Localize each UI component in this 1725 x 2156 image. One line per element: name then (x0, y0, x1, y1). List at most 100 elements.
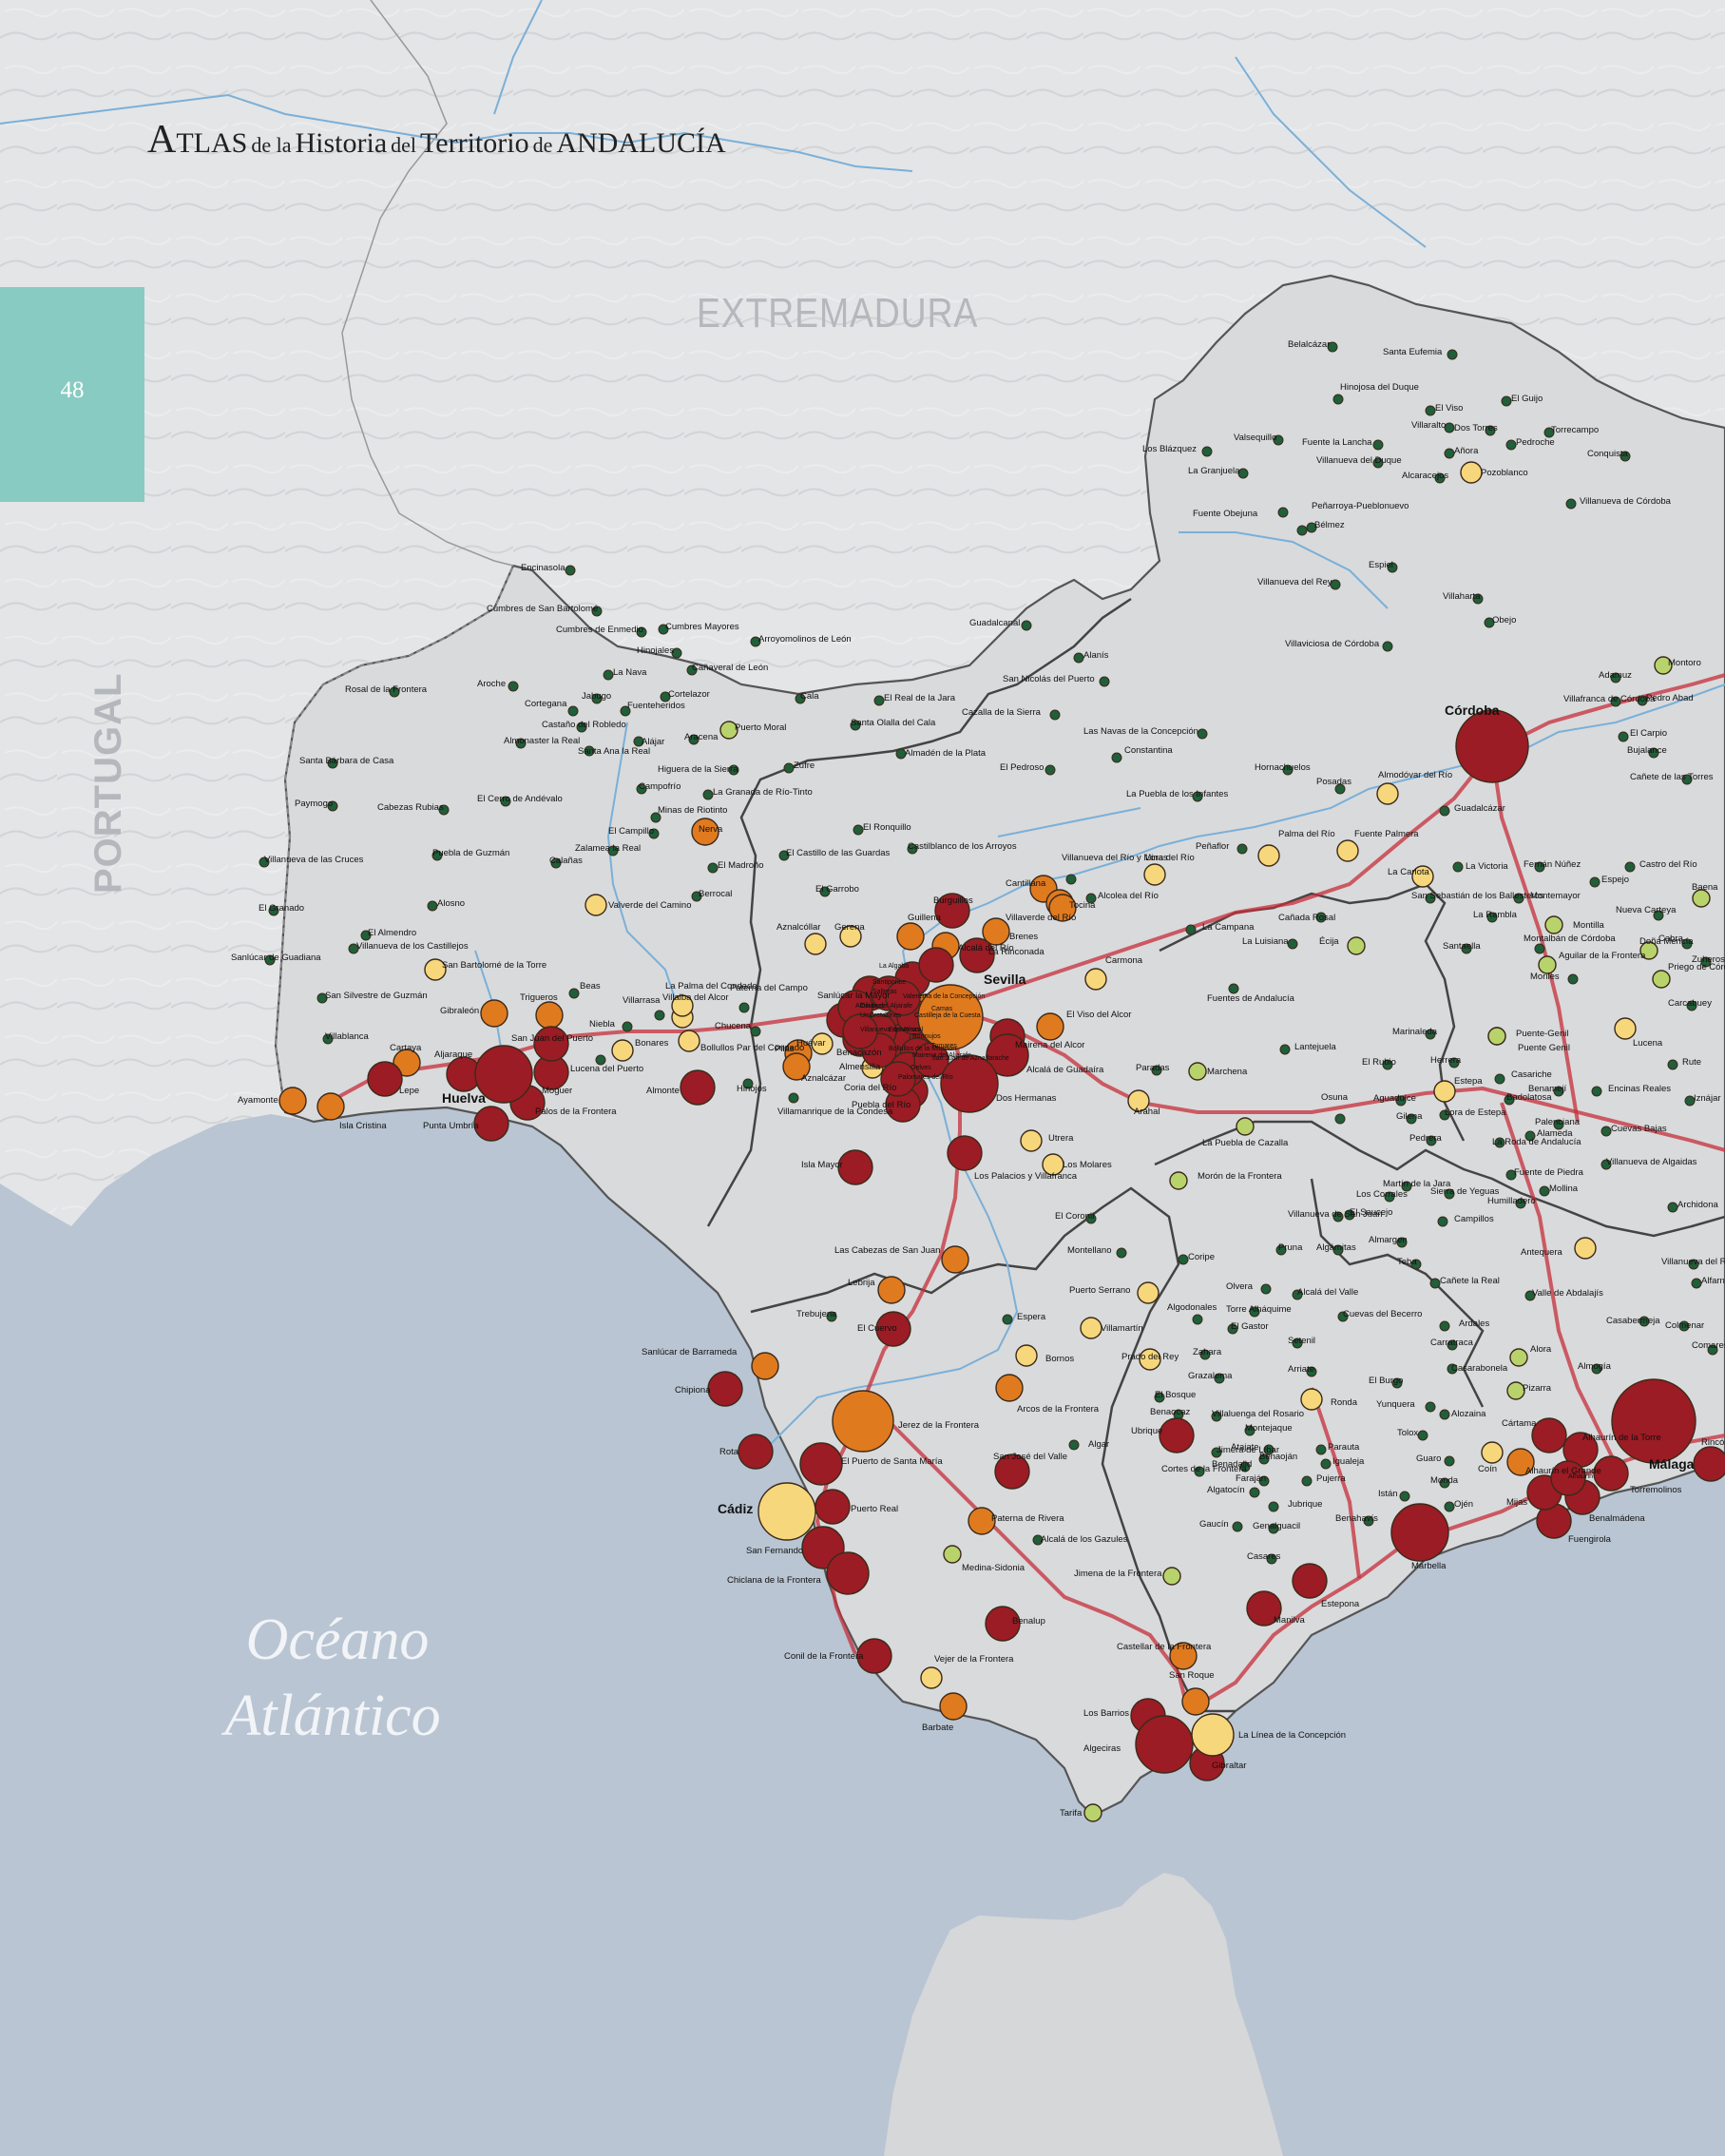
city-marker-la-roda-de-andalucia (1494, 1137, 1505, 1148)
city-marker-zahara (1199, 1349, 1211, 1360)
city-label-brenes: Brenes (1009, 932, 1038, 942)
city-label-villanueva-de-cordoba: Villanueva de Córdoba (1580, 496, 1672, 507)
city-label-algamitas: Algámitas (1316, 1242, 1356, 1253)
city-marker-santa-ana-la-real (584, 745, 595, 757)
city-marker-san-juan-del-puerto (533, 1026, 569, 1062)
city-label-villanueva-del-rey: Villanueva del Rey (1257, 577, 1332, 587)
city-marker-estepa (1433, 1080, 1456, 1103)
city-label-las-navas-de-la-concepcion: Las Navas de la Concepción (1083, 726, 1198, 737)
city-label-huelva: Huelva (442, 1090, 486, 1106)
city-marker-hinojos (742, 1078, 754, 1089)
city-marker-castilblanco-de-los-arroyos (907, 843, 918, 855)
city-label-fernan-nunez: Fernán Núñez (1524, 859, 1581, 870)
city-label-el-burgo: El Burgo (1369, 1376, 1403, 1386)
city-marker-santaella (1461, 943, 1472, 954)
city-label-cabezas-rubias: Cabezas Rubias (377, 802, 444, 813)
city-label-utrera: Utrera (1048, 1133, 1074, 1144)
city-label-el-carpio: El Carpio (1630, 728, 1667, 739)
city-marker-el-bosque (1154, 1392, 1165, 1403)
city-marker-pruna (1275, 1244, 1287, 1256)
city-marker-hornachuelos (1282, 764, 1294, 776)
city-label-adamuz: Adamuz (1599, 670, 1632, 681)
city-marker-montalban-de-cordoba (1534, 943, 1545, 954)
city-marker-antequera (1574, 1237, 1597, 1260)
city-marker-torremolinos (1593, 1455, 1629, 1492)
city-marker-villalba-del-alcor (671, 994, 694, 1017)
city-label-fuengirola: Fuengirola (1568, 1534, 1612, 1545)
city-marker-chiclana-de-la-frontera (826, 1551, 870, 1595)
city-label-tomares: Tomares (931, 1043, 957, 1049)
city-marker-ardales (1439, 1320, 1450, 1332)
city-label-valverde-del-camino: Valverde del Camino (608, 900, 691, 911)
sea-atlantic (0, 1107, 1725, 2156)
city-marker-belalcazar (1327, 341, 1338, 353)
city-label-cadiz: Cádiz (718, 1501, 753, 1516)
city-label-teba: Teba (1397, 1257, 1417, 1267)
city-marker-conquista (1620, 451, 1631, 462)
city-label-villanueva-del-rio-y-minas: Villanueva del Río y Minas (1062, 853, 1168, 863)
city-label-lucena: Lucena (1633, 1038, 1663, 1049)
city-marker-fuente-obejuna (1277, 507, 1289, 518)
city-marker-cortelazor (660, 691, 671, 703)
city-label-gelves: Gelves (910, 1065, 931, 1071)
city-marker-algar (1068, 1439, 1080, 1451)
city-label-la-granada-de-rio-tinto: La Granada de Río-Tinto (713, 787, 813, 798)
city-label-paterna-de-rivera: Paterna de Rivera (991, 1513, 1064, 1524)
city-marker-sierra-de-yeguas (1444, 1188, 1455, 1200)
city-marker-alcolea-del-rio (1085, 893, 1097, 904)
city-marker-la-rinconada (959, 937, 995, 973)
city-label-valencina-de-la-concepcion: Valencina de la Concepción (903, 993, 985, 1000)
city-marker-aguilar-de-la-frontera (1538, 955, 1557, 974)
city-marker-calanas (550, 857, 562, 869)
city-label-albaida-del-aljarafe: Albaida del Aljarafe (855, 1003, 912, 1010)
city-marker-pedroche (1505, 439, 1517, 451)
city-label-alcolea-del-rio: Alcolea del Río (1098, 891, 1159, 901)
city-label-zufre: Zufre (794, 760, 815, 771)
city-label-aroche: Aroche (477, 679, 506, 689)
city-marker-arriate (1306, 1366, 1317, 1377)
city-label-pizarra: Pizarra (1523, 1383, 1552, 1394)
city-label-la-luisiana: La Luisiana (1242, 936, 1289, 947)
city-label-ardales: Ardales (1459, 1319, 1489, 1329)
city-marker-los-blazquez (1201, 446, 1213, 457)
city-marker-fuente-de-piedra (1505, 1169, 1517, 1181)
city-label-el-cerro-de-andevalo: El Cerro de Andévalo (477, 794, 563, 804)
city-label-los-blazquez: Los Blázquez (1142, 444, 1197, 454)
city-label-jimena-de-la-frontera: Jimena de la Frontera (1074, 1569, 1162, 1579)
city-label-torremolinos: Torremolinos (1630, 1485, 1682, 1495)
city-label-conil-de-la-frontera: Conil de la Frontera (784, 1651, 864, 1662)
city-label-alfarnate: Alfarnate (1701, 1276, 1725, 1286)
city-label-rosal-de-la-frontera: Rosal de la Frontera (345, 684, 428, 695)
city-label-montoro: Montoro (1668, 658, 1701, 668)
city-label-monda: Monda (1430, 1475, 1459, 1486)
city-marker-alanis (1073, 652, 1084, 664)
city-marker-bornos (1015, 1344, 1038, 1367)
city-marker-arroyomolinos-de-leon (750, 636, 761, 647)
city-label-castro-del-rio: Castro del Río (1639, 859, 1697, 870)
city-marker-cartama (1531, 1417, 1567, 1453)
city-marker-setenil (1292, 1338, 1303, 1349)
city-label-alhaurin-de-la-torre: Alhaurín de la Torre (1582, 1433, 1661, 1443)
africa-coast (884, 1873, 1283, 2156)
city-label-coin: Coín (1478, 1464, 1497, 1474)
city-marker-el-carpio (1618, 731, 1629, 742)
header-de: de (532, 133, 553, 157)
city-marker-dos-torres (1485, 425, 1496, 436)
city-marker-penarroya-pueblonuevo (1296, 525, 1308, 536)
city-label-san-roque: San Roque (1169, 1670, 1215, 1681)
city-label-nerva: Nerva (699, 824, 723, 835)
city-marker-minas-de-riotinto (650, 812, 661, 823)
city-label-dona-mencia: Doña Mencía (1639, 936, 1694, 947)
city-marker-la-granjuela (1237, 468, 1249, 479)
city-label-pruna: Pruna (1278, 1242, 1303, 1253)
city-label-encinas-reales: Encinas Reales (1608, 1084, 1671, 1094)
city-label-rincon-de-la-victoria: Rincón de la Victoria (1701, 1437, 1725, 1448)
city-marker-guaro (1444, 1455, 1455, 1467)
city-label-fuentes-de-andalucia: Fuentes de Andalucía (1207, 993, 1295, 1004)
city-label-el-viso-del-alcor: El Viso del Alcor (1066, 1010, 1131, 1020)
city-label-anora: Añora (1454, 446, 1479, 456)
city-marker-las-cabezas-de-san-juan (941, 1245, 969, 1274)
city-label-conquista: Conquista (1587, 449, 1628, 459)
city-marker-puente-genil (1487, 1027, 1506, 1046)
